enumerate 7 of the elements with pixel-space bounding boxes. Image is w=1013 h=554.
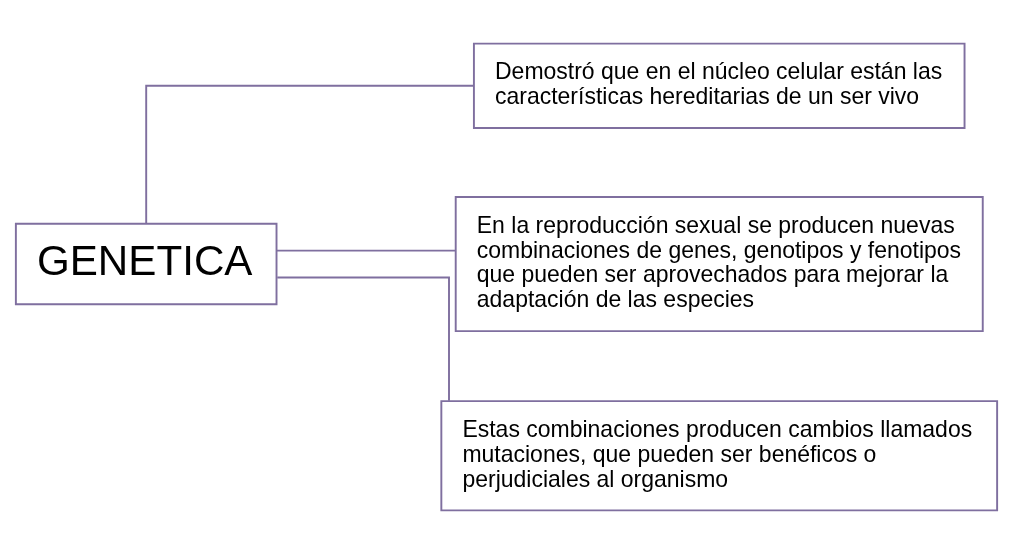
node-box: Estas combinaciones producen cambios llamados mutaciones, que pueden ser benéficos o perjudiciales al organismo (440, 400, 999, 512)
connector (276, 276, 450, 402)
connector (145, 84, 475, 225)
node-box: En la reproducción sexual se producen nuevas combinaciones de genes, genotipos y fenotipos que pueden ser aprovechados para mejorar la adaptación de las especies (454, 196, 984, 333)
node-box: GENETICA (14, 222, 278, 306)
connector (276, 249, 457, 252)
node-box: Demostró que en el núcleo celular están las características hereditarias de un ser vivo (472, 42, 966, 129)
